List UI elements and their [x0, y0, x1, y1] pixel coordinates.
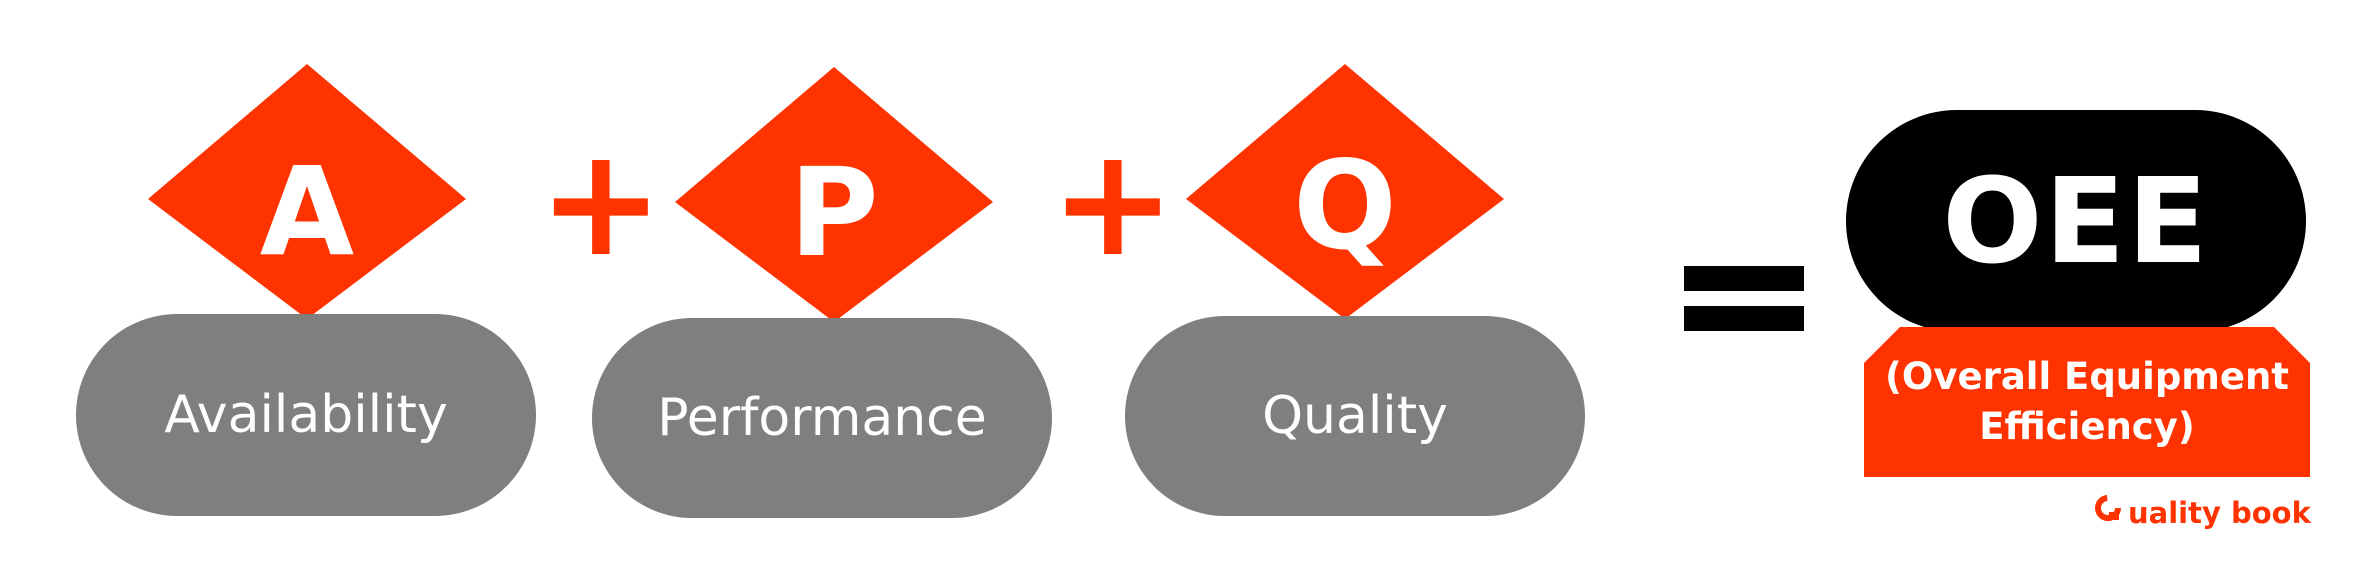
oee-subtitle-box: (Overall Equipment Efficiency): [1864, 327, 2310, 477]
letter-a: A: [259, 140, 355, 283]
plus-operator-2: +: [1050, 116, 1176, 290]
oee-subtitle-line2: Efficiency): [1979, 405, 2195, 448]
letter-p: P: [789, 141, 879, 284]
diamond-shape: [148, 64, 466, 319]
oee-title: OEE: [1942, 152, 2210, 290]
diamond-shape: [1186, 64, 1504, 319]
performance-label: Performance: [657, 388, 987, 448]
equals-bar-top: [1684, 266, 1804, 291]
quality-pill: Quality: [1125, 316, 1585, 516]
oee-pill: OEE: [1846, 110, 2306, 332]
diamond-shape: [675, 67, 993, 322]
equals-bar-bottom: [1684, 306, 1804, 331]
diamond-quality: Q: [1186, 64, 1504, 319]
performance-pill: Performance: [592, 318, 1052, 518]
diamond-availability: A: [148, 64, 466, 319]
letter-q: Q: [1293, 134, 1397, 277]
diamond-performance: P: [675, 67, 993, 322]
brand-logo: uality book: [2094, 494, 2311, 531]
plus-operator-1: +: [538, 116, 664, 290]
availability-label: Availability: [164, 385, 448, 445]
oee-subtitle-line1: (Overall Equipment: [1885, 355, 2289, 399]
availability-pill: Availability: [76, 314, 536, 516]
q-logo-icon: [2094, 494, 2124, 531]
quality-label: Quality: [1262, 386, 1448, 446]
oee-subtitle: (Overall Equipment Efficiency): [1885, 352, 2289, 452]
brand-text: uality book: [2128, 495, 2311, 530]
